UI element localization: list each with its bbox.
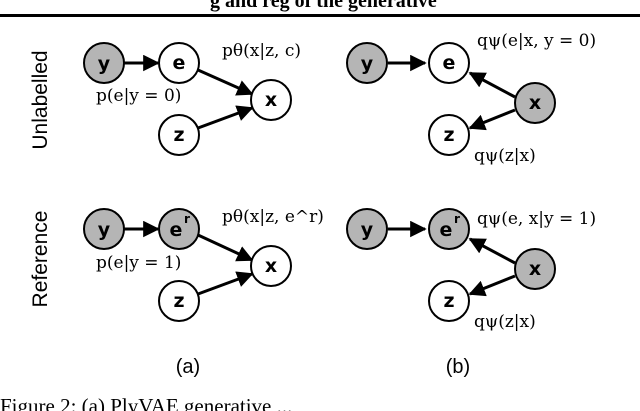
edge-z-to-x — [197, 105, 254, 130]
equation-prior: p(e|y = 1) — [96, 253, 181, 273]
panel-a-unlabelled: y e z x pθ(x|z, c) p(e|y = 0) — [83, 41, 301, 156]
node-z — [158, 114, 200, 156]
node-er-superscript: r — [184, 212, 190, 226]
equation-likelihood: pθ(x|z, c) — [222, 41, 301, 61]
equation-q-ex: qψ(e, x|y = 1) — [477, 209, 596, 229]
node-z — [428, 280, 470, 322]
equation-prior: p(e|y = 0) — [96, 86, 181, 106]
node-x-label: x — [265, 89, 277, 111]
edge-er-to-x — [197, 233, 254, 262]
node-er — [158, 208, 200, 250]
footer-fragment: Figure 2: (a) PlyVAE generative ... — [0, 394, 640, 411]
node-x-label: x — [529, 258, 541, 280]
row-label-unlabelled: Unlabelled — [29, 50, 52, 149]
panel-b-unlabelled: y e z x qψ(e|x, y = 0) qψ(z|x) — [346, 31, 596, 166]
node-z-label: z — [443, 290, 454, 312]
equation-likelihood: pθ(x|z, e^r) — [222, 207, 324, 227]
node-e-label: e — [443, 52, 456, 74]
node-y — [346, 42, 388, 84]
node-y — [83, 208, 125, 250]
node-z-label: z — [173, 290, 184, 312]
node-x — [514, 82, 556, 124]
top-rule — [0, 14, 640, 17]
node-e — [158, 42, 200, 84]
node-y-label: y — [361, 219, 374, 241]
edge-x-to-z — [468, 108, 516, 131]
edge-e-to-x — [197, 68, 254, 96]
node-e — [428, 42, 470, 84]
header-text: g and reg of the generative — [210, 0, 437, 12]
edge-x-to-er — [468, 237, 516, 265]
edge-x-to-z — [468, 274, 516, 297]
caption-a: (a) — [176, 356, 200, 378]
caption-b: (b) — [446, 356, 470, 378]
header-fragment: g and reg of the generative — [0, 0, 640, 16]
node-y — [83, 42, 125, 84]
node-z — [158, 280, 200, 322]
equation-q-e: qψ(e|x, y = 0) — [477, 31, 596, 51]
footer-text: Figure 2: (a) PlyVAE generative ... — [0, 394, 293, 411]
node-y — [346, 208, 388, 250]
node-y-label: y — [98, 53, 111, 75]
node-x — [250, 79, 292, 121]
edge-z-to-x — [197, 271, 254, 296]
node-y-label: y — [98, 219, 111, 241]
panel-a-reference: y e r z x pθ(x|z, e^r) p(e|y = 1) — [83, 207, 324, 322]
edge-x-to-e — [468, 71, 516, 99]
node-x — [514, 248, 556, 290]
node-y-label: y — [361, 53, 374, 75]
node-er-label: e — [440, 219, 453, 241]
node-z — [428, 114, 470, 156]
node-er-label: e — [170, 219, 183, 241]
node-x — [250, 245, 292, 287]
node-x-label: x — [265, 255, 277, 277]
node-er-superscript: r — [454, 212, 460, 226]
node-er — [428, 208, 470, 250]
equation-q-z: qψ(z|x) — [474, 312, 536, 332]
node-x-label: x — [529, 92, 541, 114]
node-z-label: z — [173, 124, 184, 146]
node-z-label: z — [443, 124, 454, 146]
panel-b-reference: y e r z x qψ(e, x|y = 1) qψ(z|x) — [346, 208, 596, 332]
equation-q-z: qψ(z|x) — [474, 146, 536, 166]
node-e-label: e — [173, 52, 186, 74]
row-label-reference: Reference — [29, 211, 52, 308]
